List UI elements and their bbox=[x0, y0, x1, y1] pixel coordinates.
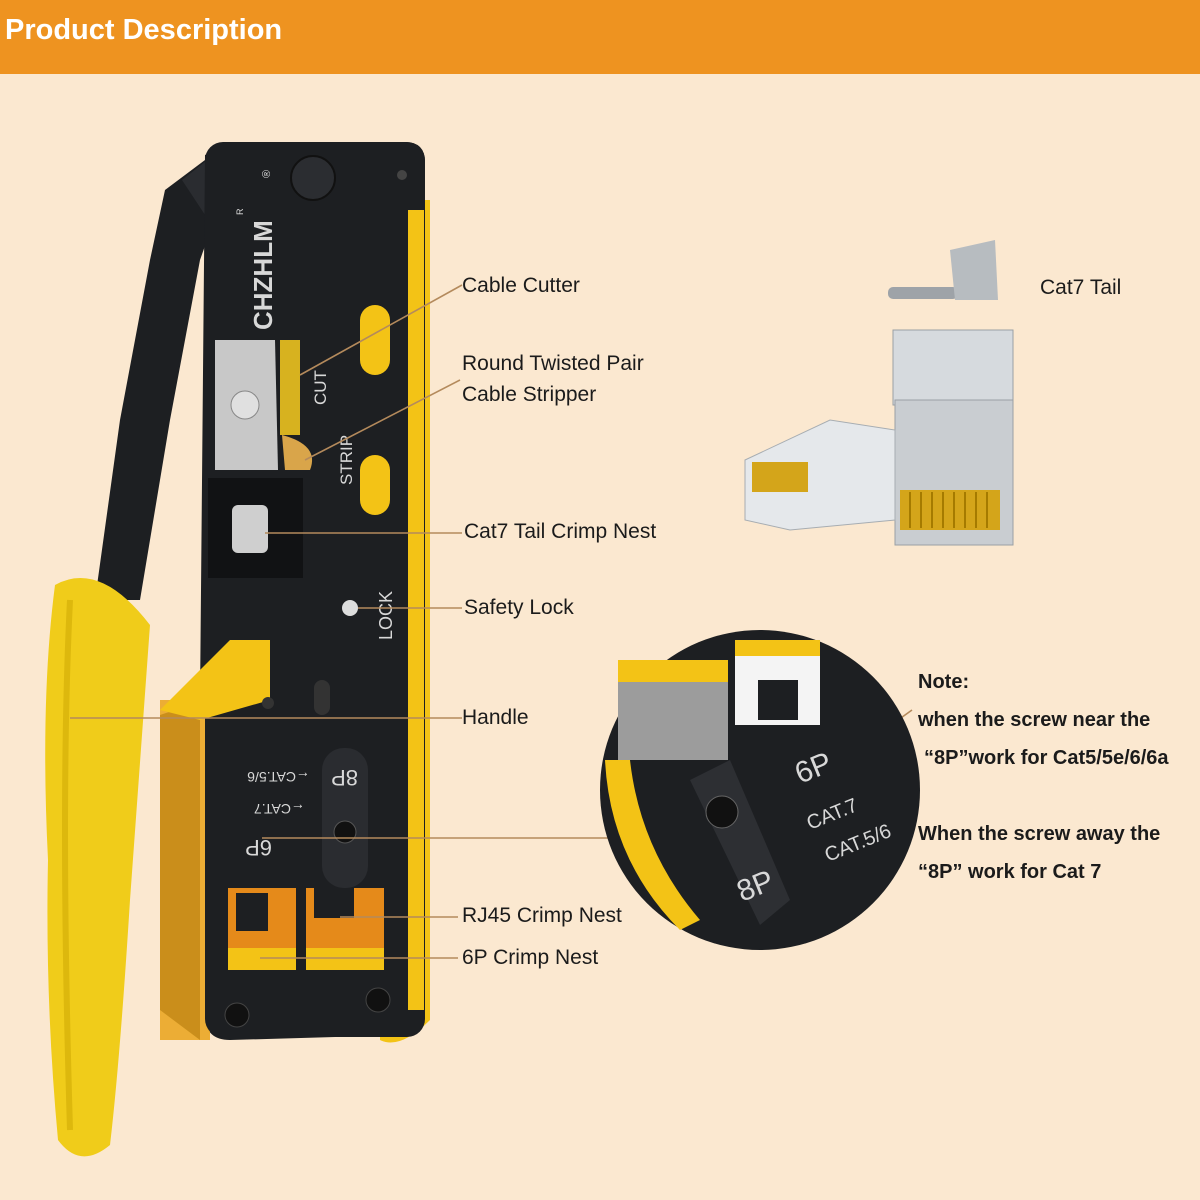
svg-text:6P: 6P bbox=[245, 835, 272, 860]
svg-text:R: R bbox=[235, 208, 245, 215]
svg-text:8P: 8P bbox=[331, 765, 358, 790]
svg-text:CUT: CUT bbox=[311, 370, 330, 405]
upper-handle-arm bbox=[95, 160, 230, 600]
cat7-connector-illustration bbox=[744, 240, 1014, 546]
note-line2: “8P”work for Cat5/5e/6/6a bbox=[924, 747, 1169, 769]
8p-slider bbox=[322, 748, 368, 888]
svg-text:←CAT.7: ←CAT.7 bbox=[254, 801, 305, 817]
note-title: Note: bbox=[918, 671, 970, 693]
note-line3: When the screw away the bbox=[918, 823, 1161, 845]
header-banner: Product Description bbox=[0, 0, 1200, 74]
label-cable-cutter: Cable Cutter bbox=[462, 274, 580, 297]
svg-text:LOCK: LOCK bbox=[376, 591, 396, 640]
label-stripper-line2: Cable Stripper bbox=[462, 383, 597, 406]
detail-zoom-circle: 8P 6P CAT.7 CAT.5/6 bbox=[600, 630, 920, 950]
label-cat7-tail: Cat7 Tail bbox=[1040, 276, 1122, 299]
note-line4: “8P” work for Cat 7 bbox=[918, 861, 1102, 883]
label-cat7-tail-crimp-nest: Cat7 Tail Crimp Nest bbox=[464, 520, 657, 543]
svg-text:←CAT.5/6: ←CAT.5/6 bbox=[247, 769, 310, 785]
safety-lock-pin bbox=[342, 600, 358, 616]
label-stripper-line1: Round Twisted Pair bbox=[462, 352, 644, 375]
page-title: Product Description bbox=[5, 14, 283, 46]
handle-grip bbox=[45, 578, 150, 1157]
svg-text:®: ® bbox=[261, 170, 273, 178]
label-handle: Handle bbox=[462, 706, 529, 729]
label-rj45-crimp-nest: RJ45 Crimp Nest bbox=[462, 904, 622, 927]
label-6p-crimp-nest: 6P Crimp Nest bbox=[462, 946, 599, 969]
note-line1: when the screw near the bbox=[918, 709, 1151, 731]
svg-text:STRIP: STRIP bbox=[337, 435, 356, 485]
brand-text: CHZHLM bbox=[248, 220, 278, 330]
label-safety-lock: Safety Lock bbox=[464, 596, 574, 619]
